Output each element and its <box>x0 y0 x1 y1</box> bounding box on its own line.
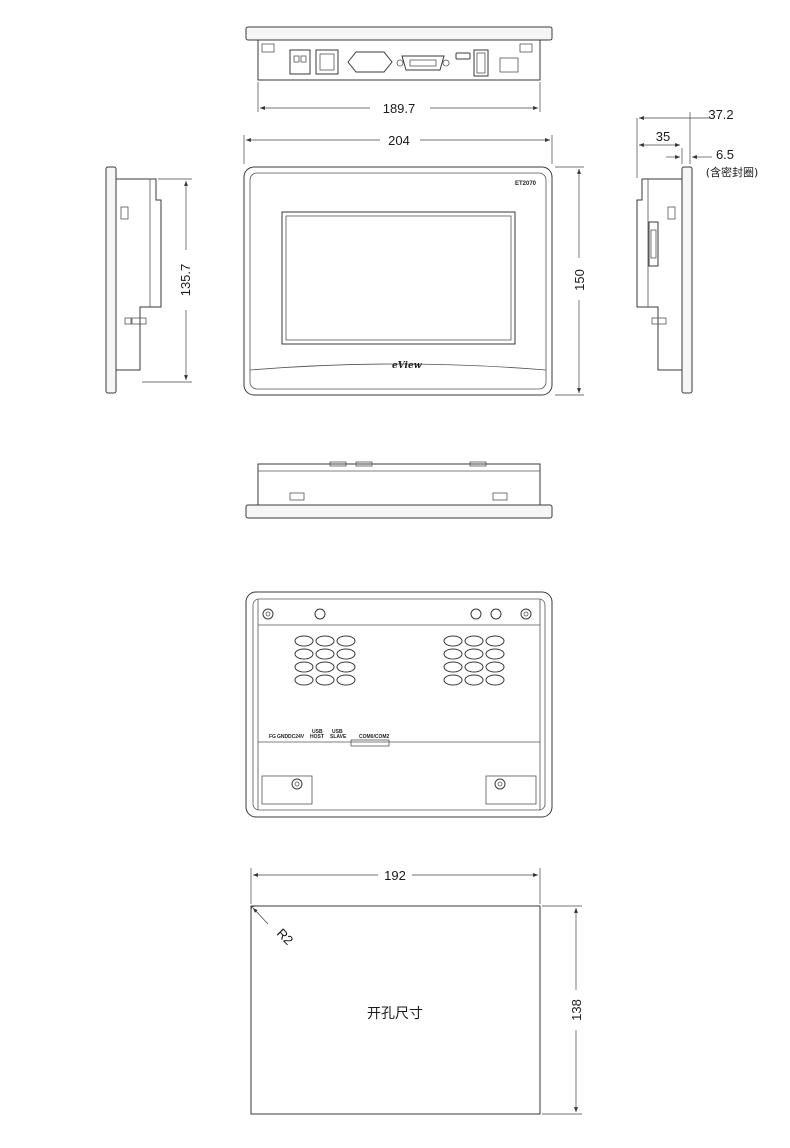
vent-slot <box>336 635 356 647</box>
vent-grid-left <box>294 635 356 686</box>
front-height-dim: 150 <box>572 269 587 291</box>
vent-slot <box>443 635 463 647</box>
vent-slot <box>294 674 314 686</box>
left-side-view: 135.7 <box>105 166 193 394</box>
vent-slot <box>464 661 484 673</box>
port-label-usb-slave-top: USB <box>332 729 343 735</box>
port-label-gnd: GND <box>277 734 289 740</box>
vent-slot <box>464 674 484 686</box>
side-height-dim: 135.7 <box>178 264 193 297</box>
vent-slot <box>294 635 314 647</box>
port-label-fg: FG <box>269 734 276 740</box>
port-label-usb-host-top: USB <box>312 729 323 735</box>
vent-slot <box>485 661 505 673</box>
brand-logo: eView <box>392 361 422 371</box>
vent-slot <box>315 661 335 673</box>
front-view: ET2070 eView 204 150 <box>243 133 587 396</box>
vent-slot <box>336 648 356 660</box>
rear-view: FG GND DC24V USB HOST USB SLAVE COM0/COM… <box>245 591 553 818</box>
vent-slot <box>485 674 505 686</box>
cutout-height-dim: 138 <box>569 999 584 1021</box>
gasket-note: (含密封圈) <box>706 165 759 179</box>
vent-slot <box>294 648 314 660</box>
port-label-slave: SLAVE <box>330 734 347 740</box>
depth-dim: 37.2 <box>708 107 733 122</box>
vent-slot <box>294 661 314 673</box>
vent-slot <box>464 635 484 647</box>
vent-slot <box>315 674 335 686</box>
vent-slot <box>315 635 335 647</box>
bottom-view <box>245 461 553 519</box>
vent-slot <box>336 661 356 673</box>
vent-slot <box>315 648 335 660</box>
port-label-host: HOST <box>310 734 324 740</box>
vent-slot <box>485 635 505 647</box>
gasket-dim: 6.5 <box>716 147 734 162</box>
port-label-com: COM0/COM2 <box>359 734 390 740</box>
vent-slot <box>485 648 505 660</box>
cutout-label: 开孔尺寸 <box>367 1006 423 1022</box>
front-width-dim: 204 <box>388 133 410 148</box>
port-label-dc24v: DC24V <box>288 734 305 740</box>
corner-radius-label: R2 <box>274 926 296 948</box>
cutout-view: R2 192 138 开孔尺寸 <box>250 868 584 1115</box>
vent-slot <box>443 648 463 660</box>
vent-slot <box>443 661 463 673</box>
top-width-dim: 189.7 <box>383 101 416 116</box>
vent-slot <box>464 648 484 660</box>
vent-slot <box>443 674 463 686</box>
model-label: ET2070 <box>515 181 537 187</box>
vent-slot <box>336 674 356 686</box>
right-side-view: 37.2 35 6.5 (含密封圈) <box>636 107 759 394</box>
depth-inner-dim: 35 <box>656 129 670 144</box>
cutout-width-dim: 192 <box>384 868 406 883</box>
top-view: 189.7 <box>245 26 553 116</box>
vent-grid-right <box>443 635 505 686</box>
